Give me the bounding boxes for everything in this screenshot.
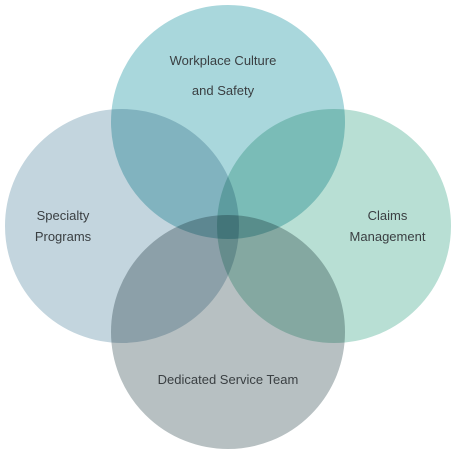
label-line: Specialty	[36, 208, 90, 223]
label-line: Dedicated Service Team	[157, 372, 299, 387]
label-line: Claims	[367, 208, 408, 223]
label-line: Workplace Culture	[169, 53, 277, 68]
label-line: Management	[349, 229, 426, 244]
circle-dedicated-service-team	[109, 213, 347, 451]
label-dedicated-service-team: Dedicated Service Team	[138, 372, 318, 387]
label-specialty-programs: Specialty Programs	[18, 205, 108, 247]
label-workplace-culture-and-safety: Workplace Culture and Safety	[148, 46, 298, 106]
label-claims-management: Claims Management	[340, 205, 435, 247]
label-line: and Safety	[191, 83, 255, 98]
label-line: Programs	[34, 229, 92, 244]
